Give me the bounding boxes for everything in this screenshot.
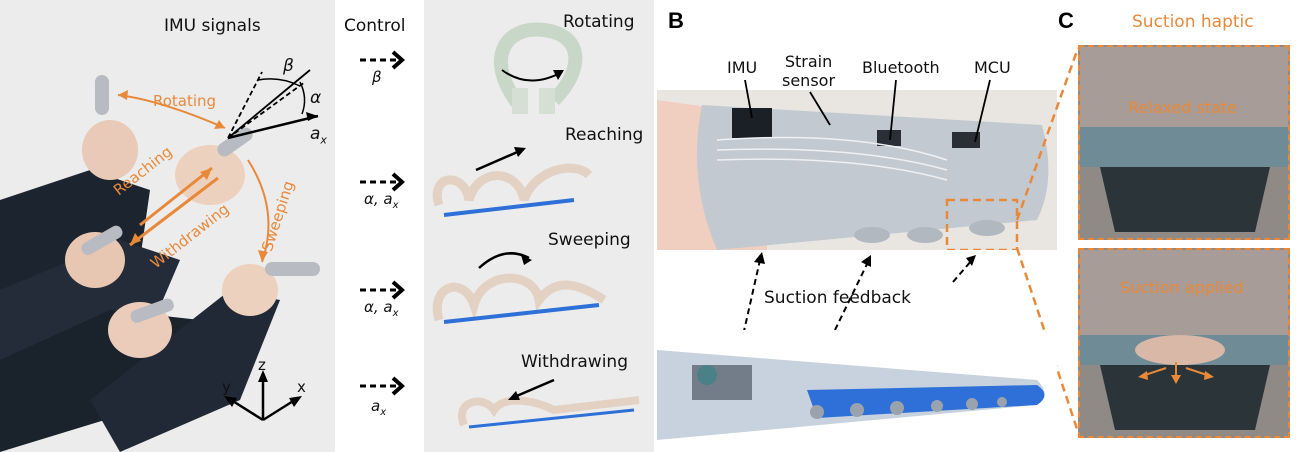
beta-label: β [283,56,294,76]
tentacle-sweeping-label: Sweeping [548,230,631,250]
suction-applied-photo [1078,248,1290,438]
wearable-sleeve-photo [657,90,1057,250]
suction-cup-relaxed [1080,47,1288,232]
tentacle-withdrawing-label: Withdrawing [521,352,628,372]
control-arrowhead-4 [391,376,406,396]
signal-3-sub: x [392,308,399,319]
accel-sub: x [320,133,327,147]
axis-z-label: z [258,356,266,374]
control-signal-2: α, ax [364,190,399,211]
imu-component-label: IMU [727,58,758,77]
tentacle-motion-panel [424,0,654,452]
bluetooth-label: Bluetooth [862,58,940,77]
alpha-label: α [310,88,322,108]
imu-signals-title: IMU signals [164,16,261,36]
imu-hand-photo [0,0,335,452]
suction-applied-label: Suction applied [1120,278,1244,297]
signal-2-text: α, a [364,190,393,208]
tentacle-illustrations [432,22,640,429]
signal-4-text: a [371,397,381,415]
control-title: Control [344,16,406,36]
hand-illustration [0,69,320,452]
tentacle-side-photo [657,330,1057,442]
signal-4-sub: x [380,407,387,418]
mcu-label: MCU [974,58,1011,77]
panel-b-letter: B [668,8,684,33]
accel-x-label: ax [310,124,327,146]
relaxed-state-photo [1078,45,1290,240]
tentacle-rotating-label: Rotating [563,12,635,32]
accel-a: a [310,124,321,144]
control-signal-1: β [372,68,382,86]
control-signal-4: ax [371,397,386,418]
suction-feedback-label: Suction feedback [764,288,911,308]
rotating-label: Rotating [153,92,217,110]
signal-2-sub: x [392,200,399,211]
control-arrowhead-1 [391,50,406,70]
strain-line-2: sensor [782,71,836,90]
tentacle-side-illustration [657,350,1045,440]
tentacle-reaching-label: Reaching [565,125,644,145]
sleeve-illustration [657,100,1049,250]
relaxed-state-label: Relaxed state [1128,98,1238,117]
axis-x-label: x [297,378,306,396]
strain-line-1: Strain [784,52,833,71]
axis-y-label: y [222,378,231,396]
control-arrowhead-3 [391,280,406,300]
signal-3-text: α, a [364,298,393,316]
suction-haptic-title: Suction haptic [1132,12,1254,32]
suction-cup-applied [1080,250,1288,430]
control-signal-3: α, ax [364,298,399,319]
control-arrowhead-2 [391,172,406,192]
panel-c-letter: C [1058,8,1074,33]
